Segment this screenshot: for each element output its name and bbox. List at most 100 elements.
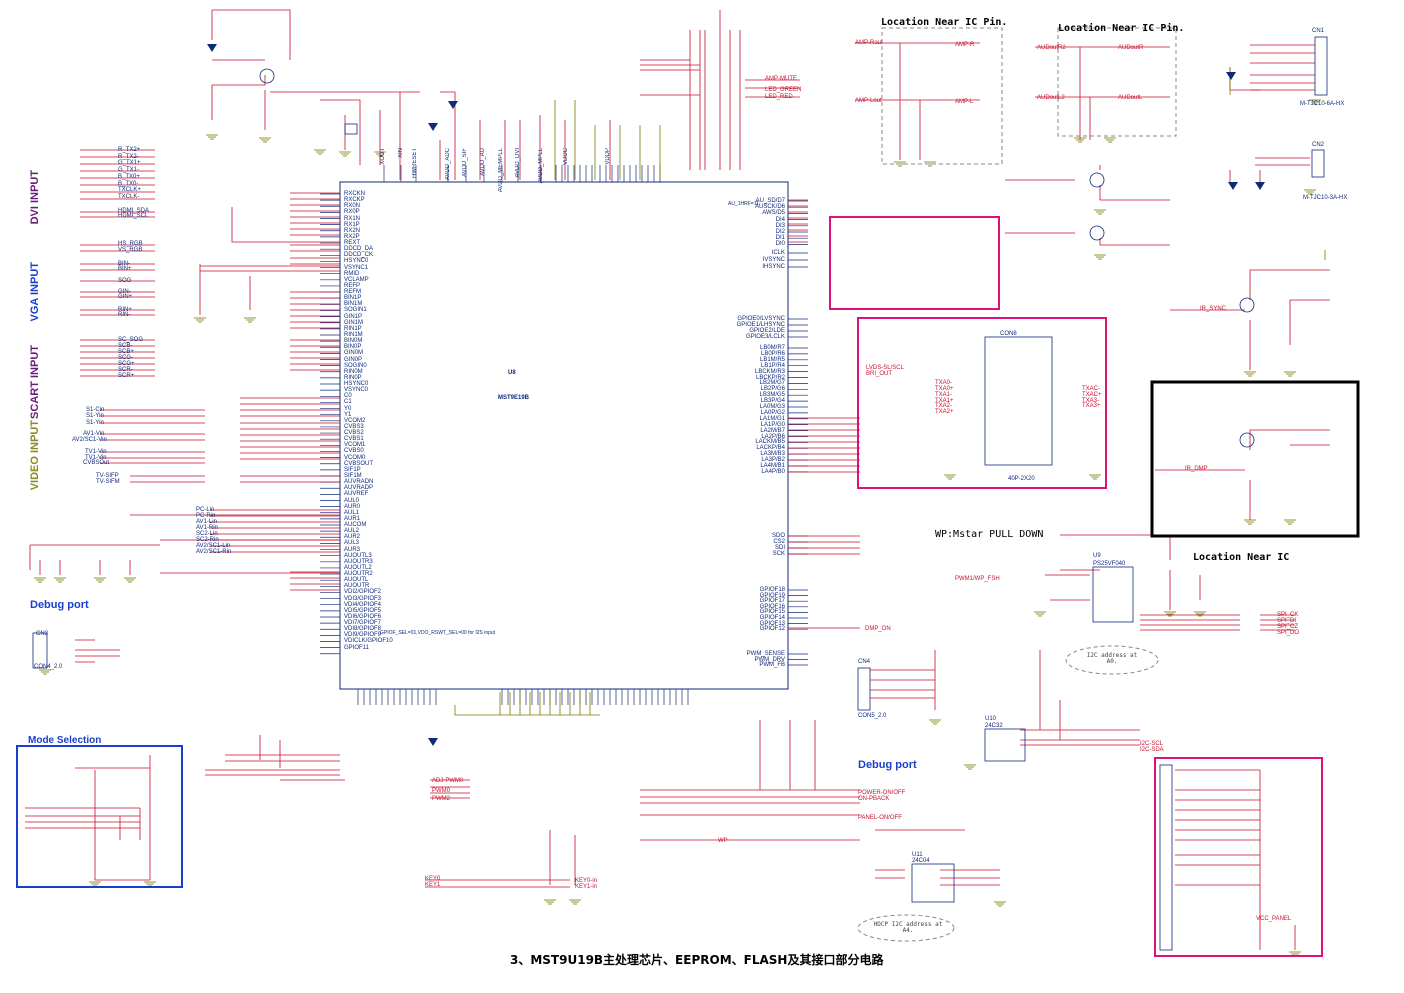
ic-pin-label: GPIOF18: [759, 587, 785, 593]
ic-pin-label: LA0P/G2: [760, 409, 785, 416]
audio-net-label: AV2/SC1-Lin: [196, 543, 231, 549]
video-net-label: S1-Yin: [86, 413, 104, 419]
note-i2c-a0: I2C address at A0.: [1086, 652, 1138, 665]
u10-part: 24C32: [985, 723, 1003, 729]
ic-pin-label: LB2M/G7: [759, 380, 785, 387]
ic-pin-label: VDI4/GPIOF4: [344, 601, 382, 608]
video-net-label: S1-Cin: [86, 407, 105, 413]
ic-pin-label: BIN1M: [344, 301, 363, 308]
ic-pin-label: AUOUTL2: [344, 564, 372, 571]
misc-net-label: SPI_DI: [1277, 618, 1297, 624]
ic-top-pin-label: AVDD_ADC: [445, 148, 451, 181]
ic-pin-label: SIF1P: [344, 466, 361, 473]
ic-pin-label: GIN1P: [344, 313, 363, 320]
page-caption: 3、MST9U19B主处理芯片、EEPROM、FLASH及其接口部分电路: [510, 953, 884, 967]
ic-pin-label: RXCKN: [344, 191, 366, 197]
misc-net-label: ON-PBACK: [858, 796, 890, 802]
cn8-part: 40P-2X20: [1008, 476, 1035, 482]
cn3-part: CON4_2.0: [34, 664, 63, 670]
ic-pin-label: AUR2: [344, 534, 361, 541]
ic-top-pin-label: VDDP: [605, 148, 611, 165]
ic-pin-label: VDI8/GPIOF8: [344, 626, 382, 633]
dvi-net-label: B_TX0+: [118, 173, 140, 180]
audio-net-label: PC-Rin: [196, 513, 216, 519]
ic-pin-label: PWM_SENSE: [746, 651, 785, 657]
misc-net-label: PWM0: [432, 788, 450, 794]
lvds-net-label: LVDS-SL/SCL: [866, 365, 904, 371]
vga-net-label: GIN+: [118, 294, 133, 300]
ic-pin-label: LA2M/B7: [760, 427, 785, 434]
ic-pin-label: C0: [344, 393, 352, 400]
vga-net-label: VS_RGB: [118, 247, 143, 253]
ic-pin-label: VCOM1: [344, 442, 366, 449]
ic-top-pin-label: AVDD_SIF: [462, 148, 468, 177]
video-net-label: AV1-Vin: [83, 431, 105, 437]
ic-pin-label: GIN0M: [344, 350, 364, 357]
ic-pin-label: GPIOE3/LCLK: [745, 334, 785, 340]
misc-net-label: SPI_DO: [1277, 630, 1300, 636]
ic-pin-label: AUCOM: [344, 522, 367, 529]
ic-pin-label: RIN1M: [344, 331, 363, 338]
u11-ref: U11: [912, 852, 923, 858]
lvds-net-label: TXAC+: [1082, 392, 1102, 398]
scart-net-label: SCG+: [118, 361, 135, 367]
ic-pin-label: GIN1M: [344, 319, 364, 326]
misc-net-label: ADJ-PWM0: [432, 778, 464, 784]
ic-pin-label: SOGIN0: [344, 362, 367, 369]
ic-pin-label: RX1P: [344, 221, 360, 228]
ic-top-pin-label: AVDD_AU: [480, 148, 486, 176]
ic-pin-label: SDI: [774, 545, 785, 551]
misc-net-label: I2C-SDA: [1140, 747, 1164, 753]
ic-pin-label: CVBS1: [344, 436, 364, 443]
dvi-net-label: TXCLK+: [118, 187, 141, 194]
vga-net-label: SOG: [118, 278, 132, 284]
ic-pin-label: DI2: [775, 229, 785, 235]
video-net-label: CVBSOut: [83, 460, 110, 466]
ic-pin-label: LB2P/G6: [760, 386, 785, 393]
ic-pin-label: LB3M/G5: [759, 392, 785, 399]
lvds-net-label: TXA0+: [935, 386, 954, 392]
u9-ref: U9: [1093, 553, 1101, 559]
note-hdcp-a4: HDCP I2C address at A4.: [873, 921, 943, 934]
section-video-input: VIDEO INPUT: [29, 420, 41, 491]
ic-pin-label: LA3M/B3: [760, 451, 785, 458]
ic-pin-label: VDI5/GPIOF5: [344, 607, 382, 614]
u9-part: PS25VF040: [1093, 561, 1126, 567]
ic-pin-label: LACKM/B5: [755, 439, 785, 446]
ic-pin-label: DDCD_CK: [344, 252, 374, 259]
ic-pin-label: RX0N: [344, 203, 361, 210]
amp-net-label: AUDoutR: [1118, 45, 1144, 51]
misc-net-label: KEY0: [425, 876, 441, 882]
ic-pin-label: RXCKP: [344, 197, 365, 204]
ic-pin-label: AUL0: [344, 497, 360, 504]
ic-pin-label: DI0: [775, 241, 785, 248]
ic-pin-label: Y0: [344, 405, 352, 412]
lvds-net-label: TXAC-: [1082, 386, 1100, 392]
ic-pin-label: GPIOF17: [759, 598, 785, 605]
ic-pin-label: VCOM0: [344, 454, 366, 461]
ic-pin-label: SDO: [771, 533, 785, 539]
vga-net-label: GIN-: [118, 289, 131, 295]
ic-pin-label: RX2P: [344, 233, 360, 240]
dvi-net-label: G_TX1+: [118, 160, 141, 167]
ic-pin-label: AUL3: [344, 540, 360, 547]
ic-pin-label: VDI7/GPIOF7: [344, 620, 382, 627]
ic-pin-label: GPIOE1/LHSYNC: [736, 322, 785, 328]
ic-pin-label: RIN1P: [344, 325, 362, 332]
dvi-net-label: TXCLK-: [118, 193, 140, 200]
ic-pin-label: AUVREF: [344, 491, 369, 498]
main-ic-ref: U8: [508, 370, 516, 376]
scart-net-label: SCR+: [118, 373, 135, 379]
section-debug-port-right: Debug port: [858, 759, 917, 771]
amp-net-label: AUDoutL: [1118, 95, 1143, 101]
heading-location-near-ic-pin-1: Location Near IC Pin.: [881, 17, 1008, 28]
ic-pin-label: AUOUTL3: [344, 552, 372, 559]
vga-net-label: HS_RGB: [118, 241, 143, 247]
ic-pin-label: RIN0M: [344, 368, 363, 375]
ic-pin-label: SIF1M: [344, 472, 362, 479]
amp-net-label: AUDoutR2: [1037, 45, 1066, 51]
ic-pin-label: RMID: [344, 270, 360, 277]
audio-net-label: SC2-Rin: [196, 537, 219, 543]
ic-pin-label: LA4P/B0: [761, 468, 785, 475]
section-debug-port-left: Debug port: [30, 599, 89, 611]
